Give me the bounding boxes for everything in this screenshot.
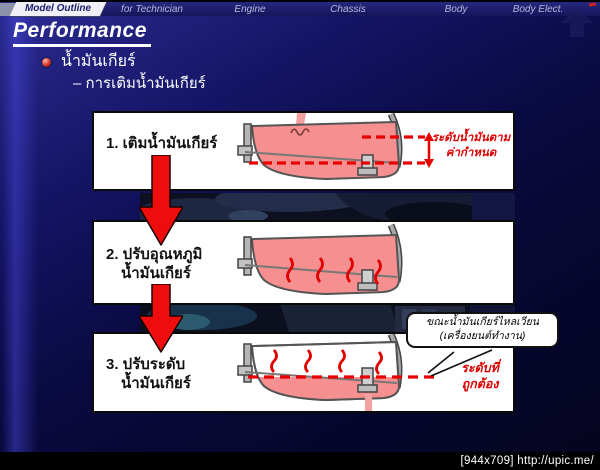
down-arrow-icon — [139, 284, 183, 353]
heat-squiggle — [374, 259, 382, 285]
sub-bullet-text: – การเติมน้ำมันเกียร์ — [73, 75, 206, 92]
step1-label: 1. เติมน้ำมันเกียร์ — [106, 135, 218, 152]
heat-squiggle — [346, 257, 354, 283]
up-arrow-icon[interactable] — [560, 6, 594, 40]
splash-mark — [290, 128, 310, 136]
heat-squiggle — [338, 349, 346, 373]
footer-strip: [944x709] http://upic.me/ — [0, 452, 600, 470]
sphere-bullet-icon — [42, 58, 51, 67]
tab-model-outline[interactable]: Model Outline — [9, 2, 107, 16]
tab-engine[interactable]: Engine — [234, 4, 266, 15]
tab-chassis[interactable]: Chassis — [330, 4, 366, 15]
step1-pan-diagram — [237, 113, 434, 180]
step2-label: 2. ปรับอุณหภูมิ น้ำมันเกียร์ — [106, 246, 203, 282]
bullet-row: น้ำมันเกียร์ — [42, 51, 136, 73]
bullet-text: น้ำมันเกียร์ — [61, 53, 136, 70]
callout-bubble: ขณะน้ำมันเกียร์ไหลเวียน (เครื่องยนต์ทำงา… — [406, 312, 559, 349]
heat-squiggle — [270, 349, 278, 373]
heat-squiggle — [316, 257, 324, 283]
step1-annotation: ระดับน้ำมันตาม ค่ากำหนด — [431, 132, 511, 159]
step3-label: 3. ปรับระดับ น้ำมันเกียร์ — [106, 356, 191, 392]
step2-pan-diagram — [237, 223, 403, 295]
tab-body-elect[interactable]: Body Elect. — [512, 4, 564, 15]
step1-panel: 1. เติมน้ำมันเกียร์ ระดับน้ำมันตาม ค่ากำ… — [92, 111, 515, 191]
left-edge-glow — [2, 15, 40, 452]
page-title: Performance — [13, 19, 151, 47]
heat-squiggle — [375, 351, 383, 375]
tab-for-technician[interactable]: for Technician — [121, 4, 183, 15]
step3-pan-diagram — [237, 334, 437, 411]
down-arrow-icon — [139, 155, 183, 246]
heat-squiggle — [304, 349, 312, 373]
drain-stream — [365, 394, 372, 411]
nav-bar: Model Outline for Technician Engine Chas… — [0, 0, 600, 16]
callout-pointer-lines — [427, 349, 493, 377]
step3-annotation: ระดับที่ ถูกต้อง — [461, 361, 499, 392]
heat-squiggle — [286, 257, 294, 283]
tab-body[interactable]: Body — [444, 4, 468, 15]
watermark-caption: [944x709] http://upic.me/ — [460, 455, 594, 467]
background-photo-band — [140, 193, 515, 222]
